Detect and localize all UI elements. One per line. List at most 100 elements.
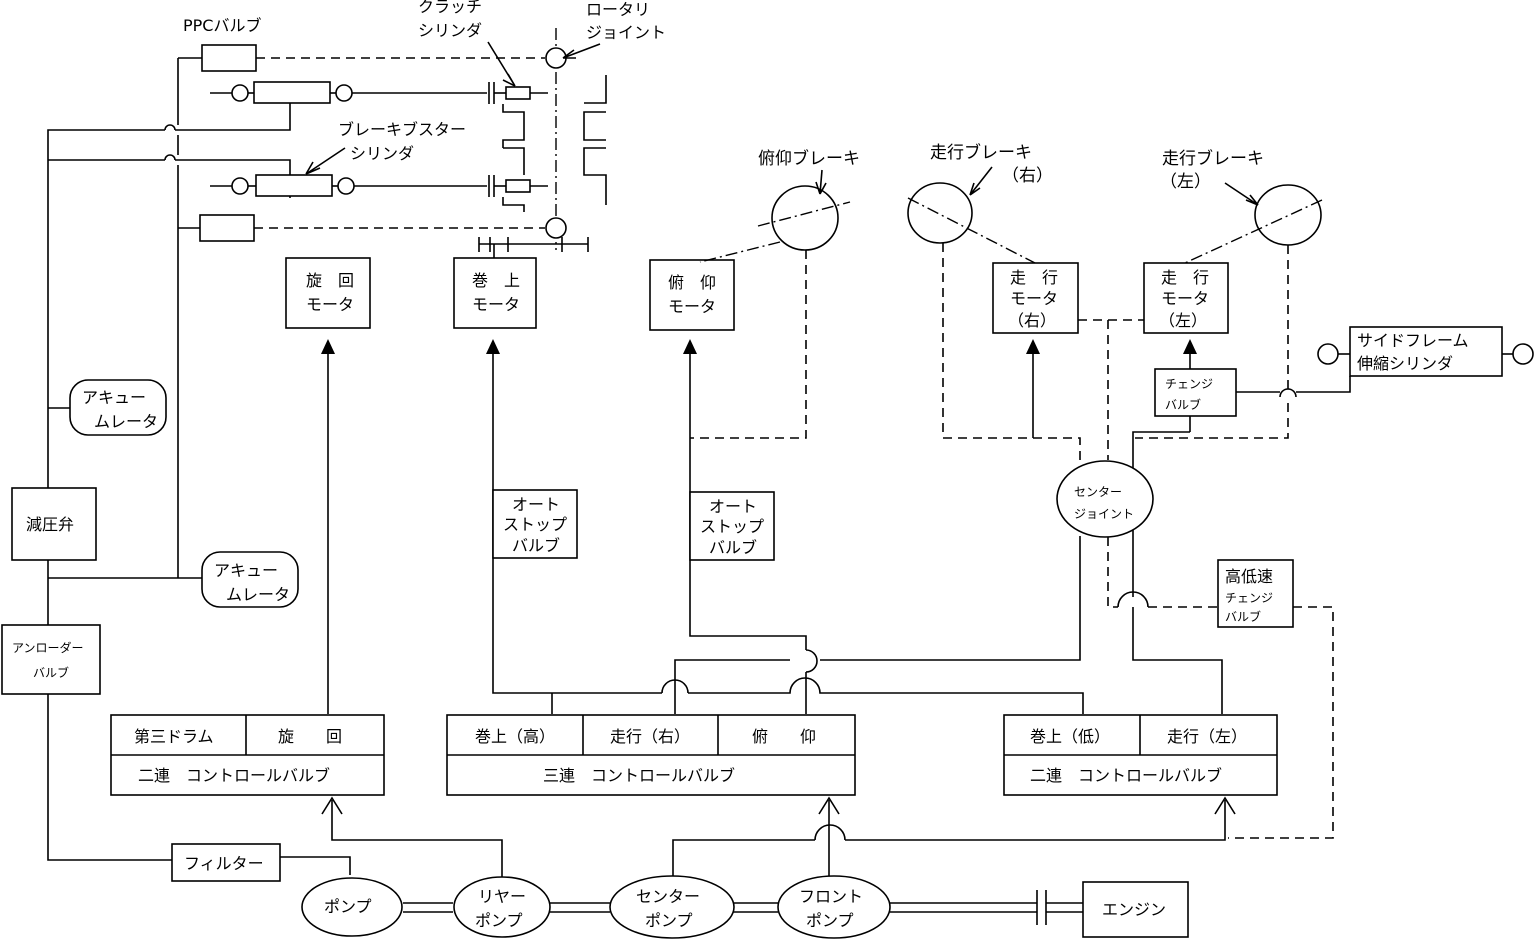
travel-motor-right-label-3: （右）	[1008, 311, 1056, 330]
luffing-motor-label-1: 俯 仰	[668, 273, 716, 292]
swing-motor	[285, 257, 371, 329]
accumulator-upper-label-1: アキュー	[82, 388, 146, 407]
center-joint	[1056, 460, 1154, 538]
clutch-mechanism	[478, 75, 607, 258]
brake-booster-cylinder-lower	[210, 174, 487, 197]
hi-lo-change-valve-label-3: バルブ	[1225, 609, 1261, 624]
control-valve-right-cell-2: 走行（左）	[1167, 727, 1247, 746]
accumulator-lower	[201, 551, 299, 608]
front-pump	[777, 875, 891, 939]
center-pump-label-1: センター	[636, 887, 700, 906]
control-valve-left-cell-2: 旋 回	[278, 727, 342, 746]
unloader-valve-label-1: アンローダー	[12, 640, 84, 655]
control-valve-left-cell-1: 第三ドラム	[134, 727, 214, 746]
hi-lo-change-valve-label-2: チェンジ	[1225, 591, 1273, 605]
brake-booster-label-2: シリンダ	[350, 144, 414, 163]
clutch-cylinder-arrow	[487, 41, 516, 87]
accumulator-upper	[69, 379, 167, 436]
pilot-circuit	[47, 57, 351, 875]
control-valve-right-name: 二連 コントロールバルブ	[1030, 766, 1222, 785]
side-frame-cylinder-label-1: サイドフレーム	[1357, 331, 1469, 350]
accumulator-upper-label-2: ムレータ	[94, 412, 158, 431]
reducing-valve	[11, 487, 97, 561]
brake-booster-cylinder-upper	[210, 81, 487, 104]
luffing-brake	[690, 185, 851, 439]
luffing-brake-label: 俯仰ブレーキ	[758, 148, 860, 169]
control-valve-left: 第三ドラム 旋 回 二連 コントロールバルブ	[110, 714, 385, 796]
rear-pump-label-2: ポンプ	[475, 911, 523, 930]
center-joint-label-2: ジョイント	[1074, 507, 1134, 521]
rear-pump-label-1: リヤー	[478, 887, 526, 906]
travel-brake-left	[1135, 184, 1323, 439]
travel-motor-right	[992, 262, 1079, 334]
drive-shaft	[403, 890, 1083, 925]
auto-stop-valve-luffing-label-2: ストップ	[700, 517, 764, 536]
hoist-motor-label-2: モータ	[472, 295, 520, 314]
unloader-valve	[1, 624, 101, 695]
travel-motor-left-label-3: （左）	[1159, 311, 1207, 330]
clutch-cylinder-label-2: シリンダ	[418, 21, 482, 40]
pump-label: ポンプ	[324, 897, 372, 916]
unloader-valve-label-2: バルブ	[33, 665, 69, 680]
auto-stop-valve-luffing-label-1: オート	[709, 497, 757, 516]
travel-brake-left-label-1: 走行ブレーキ	[1162, 148, 1264, 169]
hi-lo-change-valve-label-1: 高低速	[1225, 567, 1273, 586]
auto-stop-valve-luffing	[689, 491, 775, 561]
rear-pump	[453, 876, 551, 938]
rotary-joint-label-2: ジョイント	[586, 23, 666, 42]
engine-label: エンジン	[1102, 900, 1166, 919]
filter-label: フィルター	[184, 854, 264, 873]
auto-stop-valve-luffing-label-3: バルブ	[709, 538, 757, 557]
front-pump-label-2: ポンプ	[806, 911, 854, 930]
rotary-joint	[545, 28, 567, 250]
control-valve-center-cell-1: 巻上（高）	[475, 727, 555, 746]
travel-brake-left-label-2: （左）	[1160, 172, 1211, 192]
accumulator-lower-label-2: ムレータ	[226, 585, 290, 604]
auto-stop-valve-hoist	[492, 489, 578, 559]
center-pump	[609, 875, 735, 939]
auto-stop-valve-hoist-label-1: オート	[512, 495, 560, 514]
rotary-joint-label-1: ロータリ	[586, 0, 650, 19]
hi-lo-change-valve	[1217, 559, 1294, 628]
accumulator-lower-label-1: アキュー	[214, 561, 278, 580]
hoist-motor	[453, 257, 537, 329]
filter	[171, 843, 281, 882]
travel-motor-left-label-2: モータ	[1161, 289, 1209, 308]
main-lines	[321, 339, 1223, 714]
center-pump-label-2: ポンプ	[645, 911, 693, 930]
pump-lines	[321, 796, 1236, 878]
control-valve-right-cell-1: 巻上（低）	[1030, 727, 1110, 746]
travel-motor-right-label-1: 走 行	[1010, 268, 1058, 287]
travel-motor-left-label-1: 走 行	[1161, 268, 1209, 287]
front-pump-label-1: フロント	[799, 887, 863, 906]
auto-stop-valve-hoist-label-3: バルブ	[512, 536, 560, 555]
reducing-valve-label: 減圧弁	[26, 515, 74, 534]
control-valve-center: 巻上（高） 走行（右） 俯 仰 三連 コントロールバルブ	[446, 714, 856, 796]
pump	[301, 877, 403, 937]
luffing-motor	[649, 259, 735, 331]
engine	[1082, 881, 1189, 938]
change-valve-label-1: チェンジ	[1165, 377, 1213, 391]
clutch-cylinder-label-1: クラッチ	[418, 0, 482, 16]
hoist-motor-label-1: 巻 上	[472, 271, 520, 290]
control-valve-center-name: 三連 コントロールバルブ	[543, 766, 735, 785]
luffing-motor-label-2: モータ	[668, 297, 716, 316]
travel-brake-right-label-1: 走行ブレーキ	[930, 142, 1032, 163]
control-valve-left-name: 二連 コントロールバルブ	[138, 766, 330, 785]
ppc-valve-label: PPCバルブ	[183, 16, 261, 35]
ppc-valve	[201, 44, 257, 72]
control-valve-right: 巻上（低） 走行（左） 二連 コントロールバルブ	[1003, 714, 1278, 796]
auto-stop-valve-hoist-label-2: ストップ	[503, 515, 567, 534]
ppc-valve-lower	[199, 214, 255, 242]
travel-brake-right-label-2: （右）	[1002, 166, 1053, 186]
side-frame-cylinder-label-2: 伸縮シリンダ	[1357, 354, 1453, 373]
travel-motor-left	[1143, 262, 1229, 334]
control-valve-center-cell-2: 走行（右）	[610, 727, 690, 746]
swing-motor-label-1: 旋 回	[306, 271, 354, 290]
control-valve-center-cell-3: 俯 仰	[752, 727, 816, 746]
side-frame-cylinder	[1236, 326, 1534, 398]
brake-booster-label-1: ブレーキブスター	[338, 120, 466, 139]
travel-motor-right-label-2: モータ	[1010, 289, 1058, 308]
travel-brake-right	[907, 182, 1081, 460]
